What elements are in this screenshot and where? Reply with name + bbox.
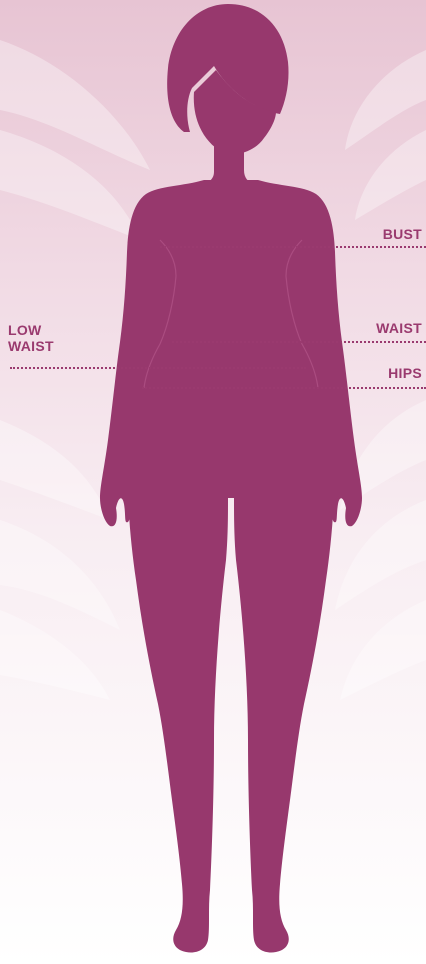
hips-measure-line xyxy=(142,387,426,389)
neck-shape xyxy=(204,146,254,184)
low-waist-label-line1: LOW xyxy=(8,322,54,338)
hips-label: HIPS xyxy=(388,365,422,381)
body-shape xyxy=(100,180,362,953)
bust-label: BUST xyxy=(383,226,422,242)
low-waist-label-line2: WAIST xyxy=(8,338,54,354)
waist-measure-line xyxy=(172,341,426,343)
low-waist-measure-line xyxy=(10,367,306,369)
waist-label: WAIST xyxy=(376,320,422,336)
bust-measure-line xyxy=(160,246,426,248)
low-waist-label: LOW WAIST xyxy=(8,322,54,354)
